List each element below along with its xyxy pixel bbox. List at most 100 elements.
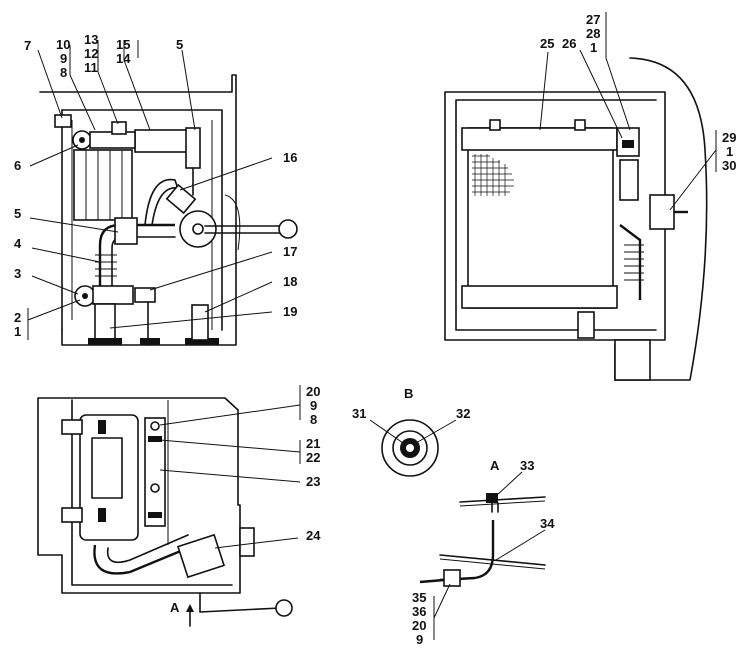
callout-21: 21 <box>306 436 320 451</box>
bracket-clip-low <box>148 512 162 518</box>
callout-30: 30 <box>722 158 736 173</box>
coolant-hose-inner <box>106 534 189 564</box>
gauge-pin <box>406 444 414 452</box>
callout-7: 7 <box>24 38 31 53</box>
callout-1: 1 <box>14 324 21 339</box>
callout-1-right-side: 1 <box>726 144 733 159</box>
radiator-inner-frame <box>455 99 657 331</box>
plate-upper <box>459 496 546 503</box>
heater-fitting-top <box>61 419 83 435</box>
view-b-title: B <box>404 386 413 401</box>
corrugated-hose <box>95 254 117 277</box>
callout-24: 24 <box>306 528 321 543</box>
callout-9-low: 9 <box>416 632 423 647</box>
callout-19: 19 <box>283 304 297 319</box>
lower-union <box>443 569 461 587</box>
fitting-13 <box>111 121 127 135</box>
upper-fitting-nut <box>622 140 634 148</box>
lower-hose <box>619 224 642 300</box>
drain-lever-knob <box>275 599 293 617</box>
radiator-housing <box>444 91 666 341</box>
callout-9-mid: 9 <box>310 398 317 413</box>
valve-guard <box>224 194 241 251</box>
radiator-core <box>467 127 614 309</box>
coolant-hose <box>93 544 189 575</box>
filter-ribs <box>85 150 123 220</box>
housing-outline <box>39 74 237 346</box>
bottom-bolts <box>88 338 219 345</box>
side-fitting <box>649 194 675 230</box>
core-tab-right <box>574 119 586 131</box>
fitting-33-stem <box>491 502 499 513</box>
heater-nut-bottom <box>98 508 106 522</box>
mid-pipe-inner <box>111 236 176 291</box>
hose-coupling <box>176 533 226 579</box>
callout-5-mid: 5 <box>14 206 21 221</box>
drain-lever <box>199 592 281 613</box>
valve-lever <box>204 225 281 234</box>
heater-panel <box>91 437 123 499</box>
plate-lower-under <box>439 558 546 570</box>
callout-32: 32 <box>456 406 470 421</box>
callout-26: 26 <box>562 36 576 51</box>
callout-12: 12 <box>84 46 98 61</box>
view-top-right-radiator <box>444 57 708 381</box>
callout-16: 16 <box>283 150 297 165</box>
view-b-gauge <box>381 419 439 477</box>
arrow-a-label: A <box>170 600 180 615</box>
callout-20: 20 <box>306 384 320 399</box>
side-latch <box>239 527 255 557</box>
callout-29: 29 <box>722 130 736 145</box>
callout-20-low: 20 <box>412 618 426 633</box>
flex-line-a <box>144 178 181 226</box>
fitting-7 <box>54 114 72 128</box>
callout-28: 28 <box>586 26 600 41</box>
view-top-left-assembly <box>39 74 298 346</box>
callout-11: 11 <box>84 60 98 75</box>
bracket-hole-top <box>150 421 160 431</box>
callout-22: 22 <box>306 450 320 465</box>
flex-connector <box>165 183 197 215</box>
callout-8-mid: 8 <box>310 412 317 427</box>
union-stub <box>419 578 445 584</box>
filter-block <box>73 149 133 221</box>
mount-bracket <box>144 417 166 527</box>
callout-labels: 7 10 9 8 13 12 11 15 14 5 6 16 5 4 17 3 … <box>14 12 736 647</box>
cowl-outline <box>614 57 708 381</box>
callout-25: 25 <box>540 36 554 51</box>
callout-1-right-top: 1 <box>590 40 597 55</box>
callout-14: 14 <box>116 51 131 66</box>
lower-clamp-bolt <box>82 293 88 299</box>
callout-18: 18 <box>283 274 297 289</box>
heater-fitting-bottom <box>61 507 83 523</box>
callout-33: 33 <box>520 458 534 473</box>
fitting-33 <box>486 493 498 503</box>
arrow-a-head <box>186 604 194 612</box>
heater-nut-top <box>98 420 106 434</box>
callout-9: 9 <box>60 51 67 66</box>
mid-coupling <box>114 217 138 245</box>
callout-17: 17 <box>283 244 297 259</box>
bottom-outlet <box>614 339 651 381</box>
callout-23: 23 <box>306 474 320 489</box>
view-a-title: A <box>490 458 500 473</box>
gauge-outer-ring <box>381 419 439 477</box>
callout-5-top: 5 <box>176 37 183 52</box>
lower-fitting-17 <box>134 287 156 303</box>
callout-13: 13 <box>84 32 98 47</box>
callout-8: 8 <box>60 65 67 80</box>
callout-34: 34 <box>540 516 555 531</box>
valve-disc <box>179 210 217 248</box>
top-clamp-bolt <box>79 137 85 143</box>
callout-10: 10 <box>56 37 70 52</box>
bracket-hole-bottom <box>150 483 160 493</box>
valve-knob <box>278 219 298 239</box>
core-tab-left <box>489 119 501 131</box>
valve-hub <box>192 223 204 235</box>
lower-hose-rings <box>624 244 644 281</box>
lower-clamp-band <box>92 285 134 305</box>
leader-lines <box>27 12 717 640</box>
flex-line-b <box>151 187 179 226</box>
callout-35: 35 <box>412 590 426 605</box>
